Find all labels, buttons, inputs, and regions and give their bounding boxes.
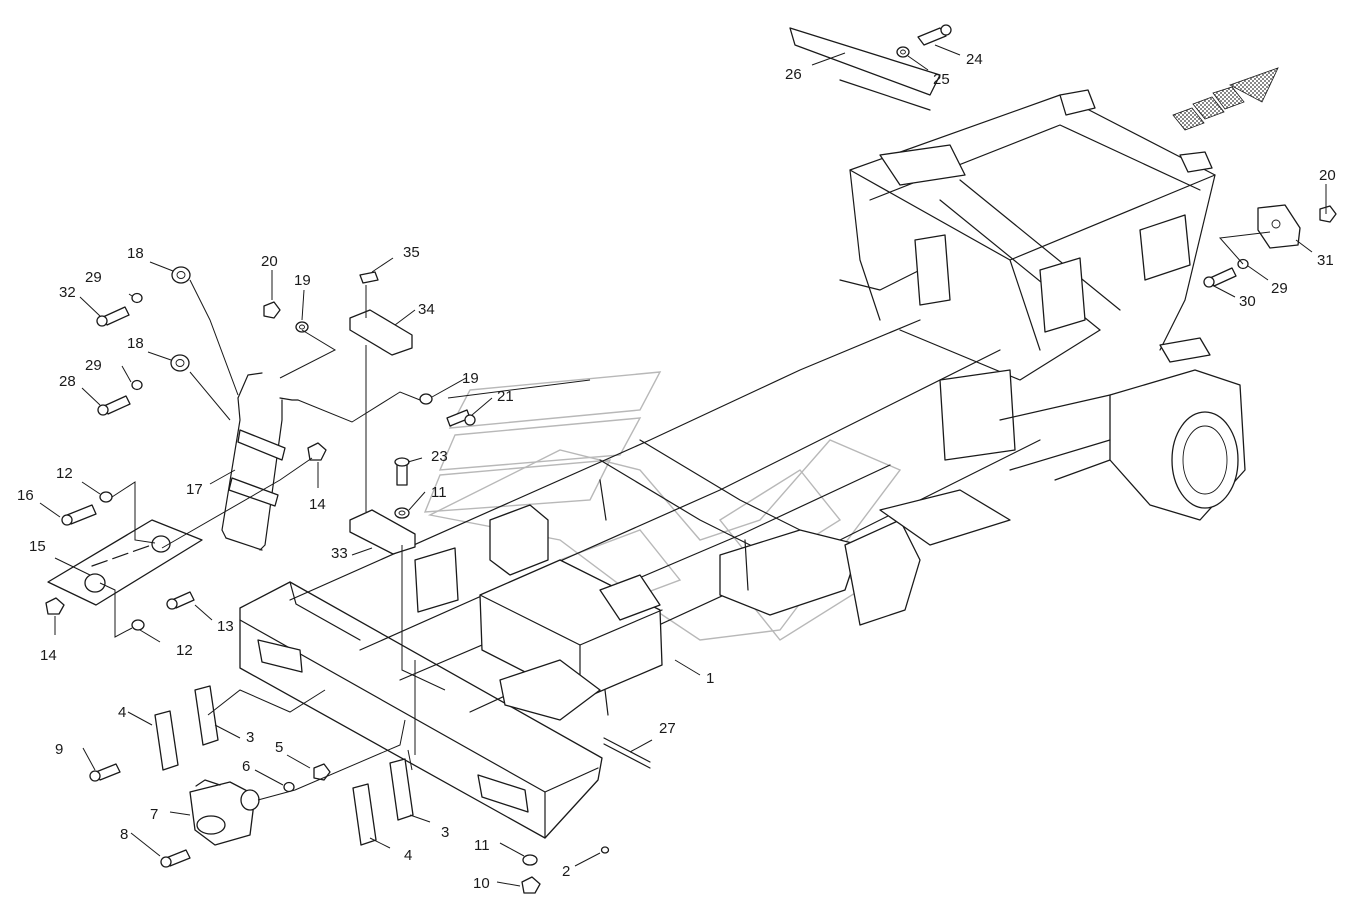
callout-6: 6 <box>242 758 250 775</box>
part-14a-nut <box>45 597 65 615</box>
part-15-step-pad <box>47 519 203 606</box>
callout-20-left: 20 <box>261 253 278 270</box>
callout-20-right: 20 <box>1319 167 1336 184</box>
callout-27: 27 <box>659 720 676 737</box>
part-10-nut <box>521 876 541 894</box>
part-19a-washer <box>295 321 309 333</box>
callout-24: 24 <box>966 51 983 68</box>
part-16-bolt <box>61 504 97 526</box>
part-rubber-buffer-upper <box>151 535 171 553</box>
callout-11-upper: 11 <box>431 484 447 501</box>
callout-29-upper: 29 <box>85 269 102 286</box>
part-29a-washer <box>131 292 143 304</box>
callout-25: 25 <box>933 71 950 88</box>
callout-32: 32 <box>59 284 76 301</box>
callout-16: 16 <box>17 487 34 504</box>
callout-35: 35 <box>403 244 420 261</box>
callout-23: 23 <box>431 448 448 465</box>
part-32-bolt <box>96 306 130 327</box>
callout-10: 10 <box>473 875 490 892</box>
callout-11-lower: 11 <box>474 837 490 854</box>
part-2-pin <box>600 846 610 854</box>
callout-3-right: 3 <box>441 824 449 841</box>
part-13-bolt <box>166 591 195 610</box>
callout-12-lower: 12 <box>176 642 193 659</box>
part-9-bolt <box>89 763 121 782</box>
part-17-step-ladder <box>221 372 299 551</box>
callout-29-middle: 29 <box>85 357 102 374</box>
part-20a-nut <box>263 301 281 319</box>
callout-31: 31 <box>1317 252 1334 269</box>
part-33-plate <box>349 509 416 555</box>
callout-4-left: 4 <box>118 704 126 721</box>
part-4b-pad <box>352 783 377 846</box>
part-11a-washer <box>394 507 410 519</box>
callout-14-upper: 14 <box>309 496 326 513</box>
direction-arrow <box>1172 67 1279 131</box>
callout-3-left: 3 <box>246 729 254 746</box>
callout-12-upper: 12 <box>56 465 73 482</box>
callout-13: 13 <box>217 618 234 635</box>
part-28-bolt <box>97 395 131 416</box>
part-20b-nut <box>1319 205 1337 223</box>
part-23-bolt <box>394 457 410 486</box>
callout-14-lower: 14 <box>40 647 57 664</box>
part-7-tow-coupling <box>189 779 260 846</box>
callout-labels: 1 2 3 3 4 4 5 6 7 8 9 10 11 11 12 12 13 … <box>17 51 1336 892</box>
part-30-bolt <box>1203 267 1237 288</box>
callout-18-lower: 18 <box>127 335 144 352</box>
callout-5: 5 <box>275 739 283 756</box>
part-3b-pad <box>389 758 414 821</box>
callout-18-upper: 18 <box>127 245 144 262</box>
callout-19-lower: 19 <box>462 370 479 387</box>
callout-15: 15 <box>29 538 46 555</box>
part-12a-washer <box>99 491 113 503</box>
callout-30: 30 <box>1239 293 1256 310</box>
part-5-nut <box>313 763 331 781</box>
callout-9: 9 <box>55 741 63 758</box>
part-25-washer <box>896 46 910 58</box>
callout-2: 2 <box>562 863 570 880</box>
part-26-cover-strip <box>789 27 941 111</box>
callout-17: 17 <box>186 481 203 498</box>
part-14b-nut <box>307 442 327 461</box>
part-6-washer <box>283 781 295 793</box>
part-19b-washer <box>419 393 433 405</box>
part-27-tag <box>603 737 651 769</box>
part-29b-washer <box>131 379 143 391</box>
part-21-bolt <box>446 409 476 427</box>
callout-7: 7 <box>150 806 158 823</box>
part-35-clip <box>359 271 379 284</box>
part-rubber-buffer-lower <box>84 573 106 593</box>
part-11b-washer <box>522 854 538 866</box>
callout-4-right: 4 <box>404 847 412 864</box>
part-12b-washer <box>131 619 145 631</box>
part-18b-bushing <box>170 354 190 372</box>
callout-8: 8 <box>120 826 128 843</box>
part-31-bracket <box>1257 204 1301 249</box>
callout-28: 28 <box>59 373 76 390</box>
part-18a-bushing <box>171 266 191 284</box>
main-frame <box>239 89 1246 839</box>
part-24-bolt <box>917 24 952 46</box>
leader-lines <box>39 44 1327 887</box>
part-3a-pad <box>194 685 219 746</box>
part-8-bolt <box>160 849 191 868</box>
part-34-plate <box>349 309 413 356</box>
callout-26: 26 <box>785 66 802 83</box>
callout-29-right: 29 <box>1271 280 1288 297</box>
part-4a-pad <box>154 710 179 771</box>
callout-19-upper: 19 <box>294 272 311 289</box>
callout-34: 34 <box>418 301 435 318</box>
callout-1: 1 <box>706 670 714 687</box>
callout-21: 21 <box>497 388 514 405</box>
callout-33: 33 <box>331 545 348 562</box>
